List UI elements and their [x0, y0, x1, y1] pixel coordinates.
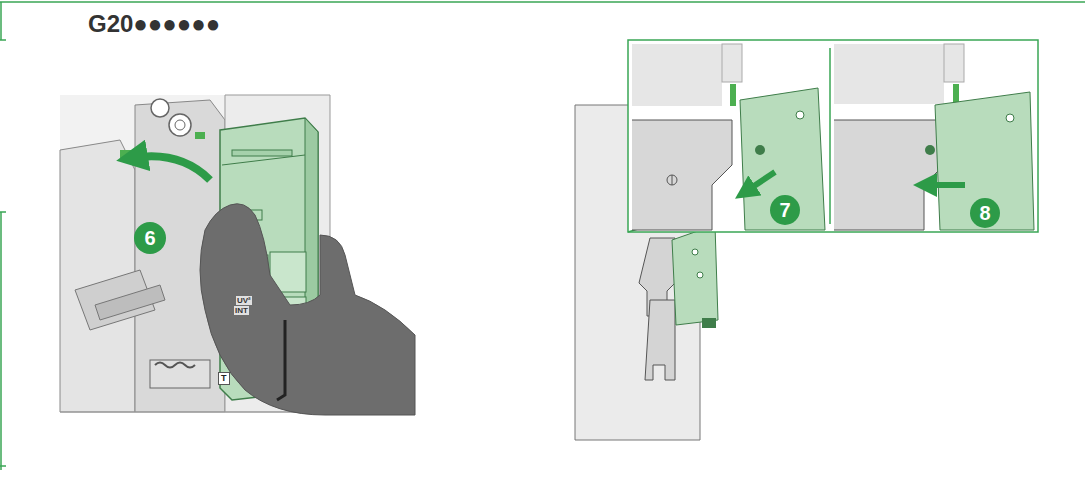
- callout-number: 6: [135, 223, 165, 253]
- gloved-hand: [200, 204, 415, 415]
- callout-number: 7: [770, 195, 800, 225]
- part-marking: UV²: [236, 296, 252, 305]
- callout-circle: [970, 198, 1000, 228]
- callout-circle: [134, 222, 166, 254]
- detail-inset: [628, 40, 1038, 232]
- detail-eight: [834, 44, 1034, 230]
- callout-number: 8: [970, 198, 1000, 228]
- part-marking: INT: [234, 306, 249, 315]
- movement-arrow: [132, 156, 210, 180]
- detail-seven: [632, 44, 825, 230]
- terminal-marking: T: [218, 372, 230, 385]
- diagram-title: G20●●●●●●: [88, 10, 220, 38]
- callout-circle: [770, 195, 800, 225]
